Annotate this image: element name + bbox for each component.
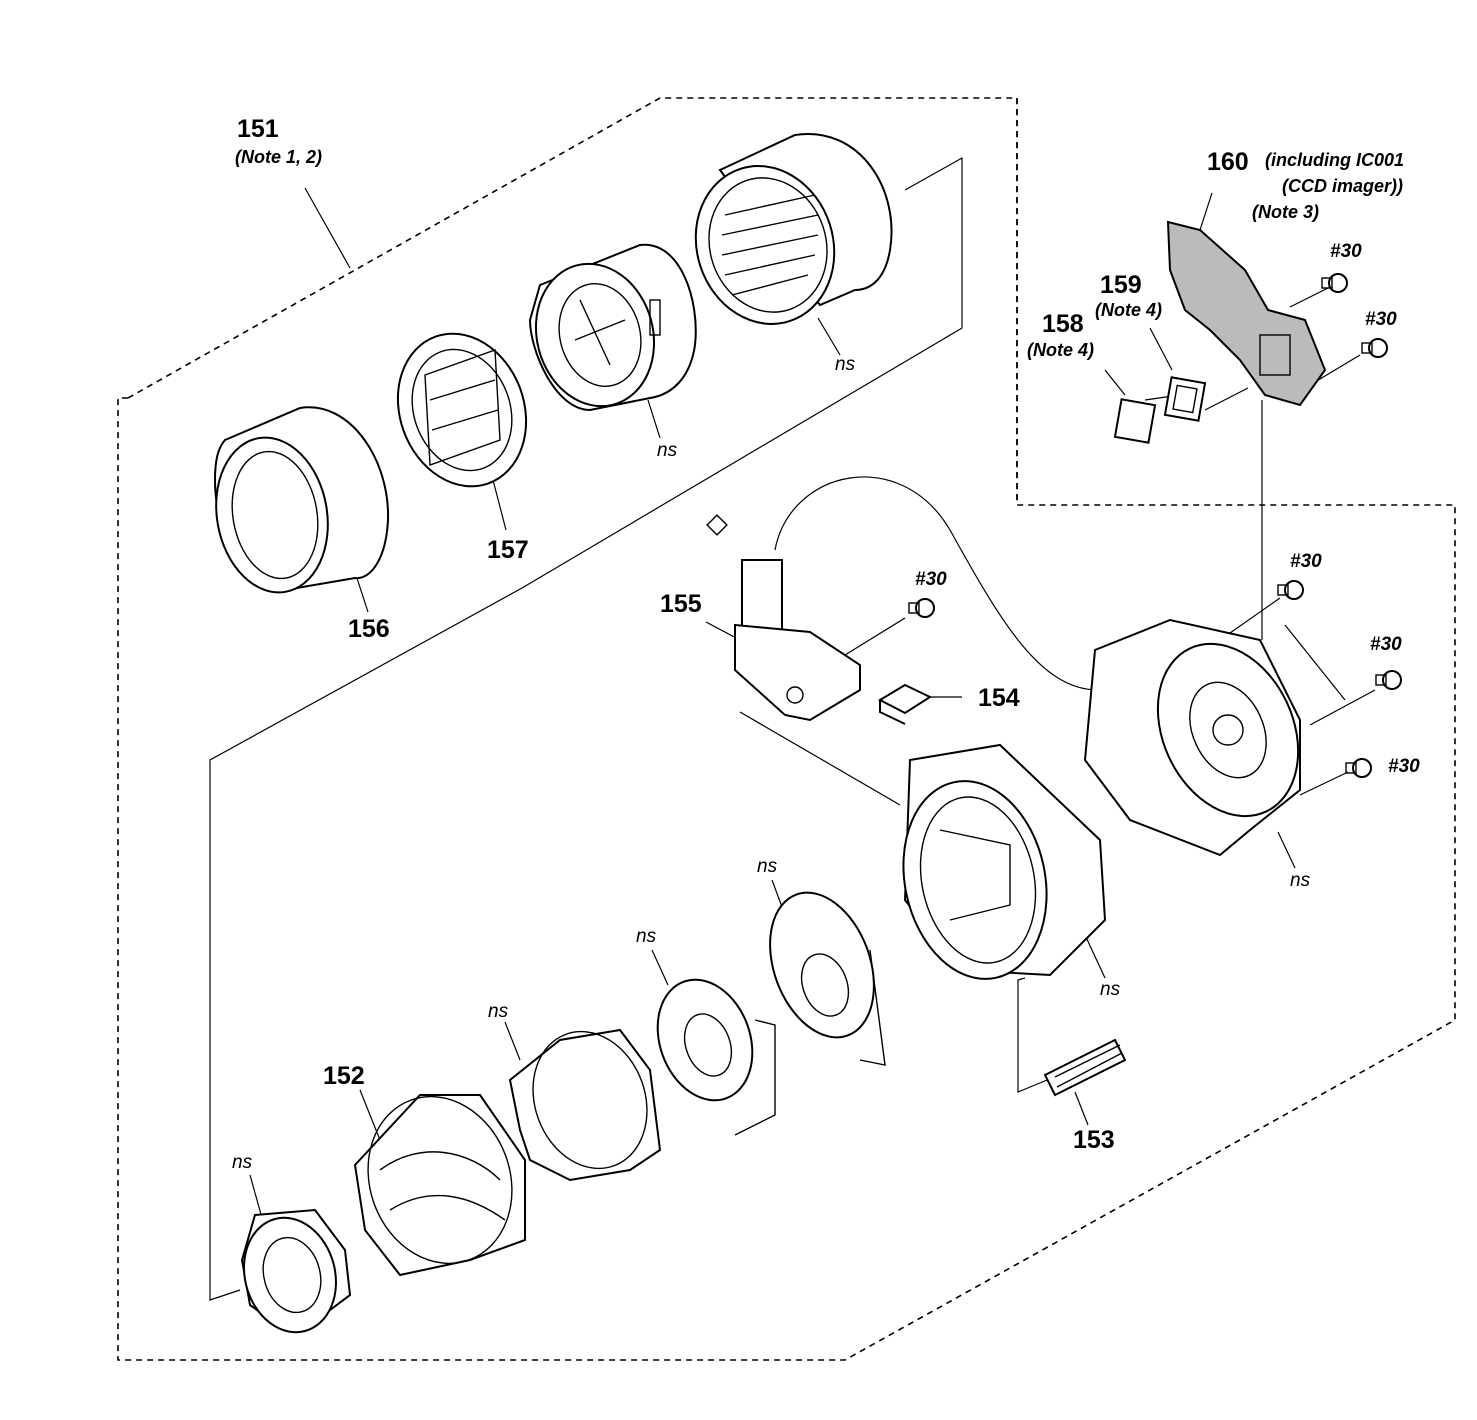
label-158: 158 bbox=[1042, 310, 1084, 338]
part-cylinder bbox=[694, 132, 893, 325]
label-155: 155 bbox=[660, 590, 702, 618]
label-ns-cylinder: ns bbox=[835, 354, 856, 375]
label-159: 159 bbox=[1100, 271, 1142, 299]
label-160-note-2: (CCD imager)) bbox=[1282, 176, 1403, 196]
label-160-note-1: (including IC001 bbox=[1265, 150, 1404, 170]
label-ns-front-lens: ns bbox=[232, 1152, 253, 1173]
label-screw-2: #30 bbox=[1365, 309, 1397, 330]
label-152: 152 bbox=[323, 1062, 365, 1090]
label-158-note: (Note 4) bbox=[1027, 340, 1094, 360]
part-159-filter bbox=[1163, 376, 1207, 422]
leader-lines bbox=[209, 156, 1376, 1301]
label-ns-shell: ns bbox=[488, 1001, 509, 1022]
label-160-note-3: (Note 3) bbox=[1252, 202, 1319, 222]
assembly-151-outline bbox=[117, 97, 1456, 1361]
label-screw-1: #30 bbox=[1330, 241, 1362, 262]
part-shell-ns-3 bbox=[508, 1028, 662, 1182]
part-ccd-housing bbox=[1083, 618, 1301, 857]
label-screw-4: #30 bbox=[1290, 551, 1322, 572]
label-153: 153 bbox=[1073, 1126, 1115, 1154]
label-157: 157 bbox=[487, 536, 529, 564]
part-lens-group bbox=[528, 243, 697, 412]
label-screw-5: #30 bbox=[1370, 634, 1402, 655]
label-159-note: (Note 4) bbox=[1095, 300, 1162, 320]
part-159-inner bbox=[1172, 384, 1198, 414]
label-ns-ccd-housing: ns bbox=[1290, 870, 1311, 891]
screw-icon bbox=[908, 273, 1402, 778]
part-157-plate bbox=[396, 332, 528, 488]
part-152-cage bbox=[353, 1094, 526, 1277]
label-151: 151 bbox=[237, 115, 279, 143]
part-156-ring bbox=[213, 406, 390, 594]
label-151-note: (Note 1, 2) bbox=[235, 147, 322, 167]
label-156: 156 bbox=[348, 615, 390, 643]
part-155-bracket bbox=[706, 514, 861, 722]
label-screw-3: #30 bbox=[915, 569, 947, 590]
part-plate-ns-1 bbox=[769, 891, 886, 1066]
part-153-roller bbox=[1043, 1038, 1127, 1097]
part-160-ccd-board bbox=[1166, 220, 1327, 407]
label-154: 154 bbox=[978, 684, 1020, 712]
label-ns-main-housing: ns bbox=[1100, 979, 1121, 1000]
label-ns-plate: ns bbox=[757, 856, 778, 877]
label-ns-ring: ns bbox=[636, 926, 657, 947]
part-158-filter bbox=[1113, 398, 1157, 444]
part-154-clip bbox=[877, 683, 933, 725]
label-ns-lens-group: ns bbox=[657, 440, 678, 461]
label-160: 160 bbox=[1207, 148, 1249, 176]
part-main-housing bbox=[902, 743, 1107, 980]
part-front-lens-ns bbox=[240, 1208, 352, 1334]
part-ring-ns-2 bbox=[656, 978, 776, 1136]
label-screw-6: #30 bbox=[1388, 756, 1420, 777]
